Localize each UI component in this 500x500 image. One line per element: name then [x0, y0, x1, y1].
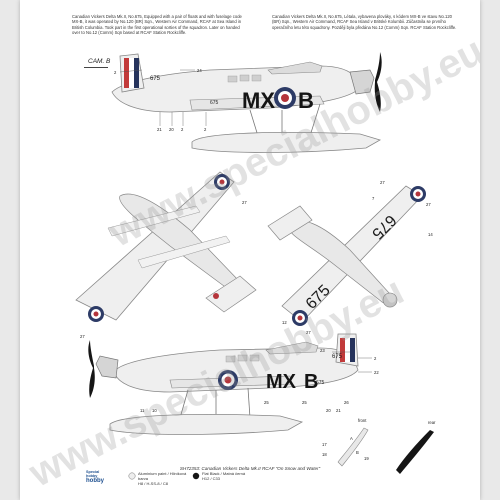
prop-callout-b: B [356, 450, 359, 455]
prop-callout-a: A [350, 436, 353, 441]
legend-aluminium: Aluminium paint / Hliníková barva H8 / H… [138, 471, 187, 486]
prop-blade-front [337, 427, 369, 467]
callout-2-a: 2 [114, 70, 117, 75]
callout-11: 11 [140, 408, 145, 413]
individual-letter-upper: B [298, 88, 314, 113]
fin-flash-blue-lower [350, 338, 355, 362]
prop-front-label: front [358, 418, 367, 423]
side-view-lower: MX B 675 675 23 25 2 22 26 25 20 21 11 1… [88, 333, 379, 435]
callout-7: 7 [372, 196, 375, 201]
logo-bottom-text: hobby [86, 478, 104, 484]
prop-callout-18: 18 [322, 452, 327, 457]
serial-fuselage-upper: 675 [210, 100, 219, 106]
propeller-lower [88, 340, 95, 398]
plan-view-left: 27 27 [75, 171, 257, 339]
callout-25-b: 25 [264, 400, 269, 405]
serial-fin-lower: 675 [332, 354, 343, 360]
side-view-upper: MX B 675 675 2 24 21 20 2 2 [111, 52, 382, 153]
serial-fuselage-lower: 675 [316, 380, 325, 386]
artwork: MX B 675 675 2 24 21 20 2 2 [75, 52, 436, 480]
prop-blade-rear [396, 430, 434, 474]
callout-25-a: 25 [302, 400, 307, 405]
callout-27-a: 27 [242, 200, 247, 205]
individual-letter-lower: B [304, 371, 318, 393]
prop-rear-label: rear [428, 420, 436, 425]
prop-callout-19: 19 [364, 456, 369, 461]
cowling-upper [349, 69, 375, 95]
cabin-windows-lower [225, 354, 260, 363]
description-czech: Canadian Vickers Delta Mk.II, No.675, Lé… [272, 14, 457, 30]
serial-fin-upper: 675 [150, 76, 161, 82]
callout-2-d: 2 [374, 356, 377, 361]
description-english: Canadian Vickers Delta Mk.II, No.675, Eq… [72, 14, 242, 36]
fin-flash-red-upper [124, 58, 129, 88]
cowling-lower [95, 355, 119, 379]
float-lower [109, 414, 304, 435]
callout-2-c: 2 [204, 127, 207, 132]
float-struts-upper [249, 103, 321, 137]
scheme-label-underline [84, 67, 108, 68]
code-letters-lower: MX [266, 371, 297, 393]
float-upper [191, 132, 382, 153]
legend-swatch-aluminium [128, 472, 136, 480]
callout-26: 26 [344, 400, 349, 405]
propeller-upper [374, 52, 382, 112]
brand-logo: Special hobby hobby [86, 470, 108, 488]
callout-21-b: 21 [336, 408, 341, 413]
instruction-sheet: Canadian Vickers Delta Mk.II, No.675, Eq… [20, 0, 480, 500]
fin-flash-blue-upper [134, 58, 139, 88]
callout-27-b: 27 [80, 334, 85, 339]
tailplane-plan-left [205, 275, 257, 313]
plan-view-right: 675 675 27 27 7 14 12 27 [267, 180, 433, 335]
fin-flash-red-lower [340, 338, 345, 362]
fin-flash-white-upper [129, 58, 134, 88]
callout-27-d: 27 [426, 202, 431, 207]
prop-callout-17: 17 [322, 442, 327, 447]
callout-14: 14 [428, 232, 433, 237]
callout-2-b: 2 [181, 127, 184, 132]
callout-20-a: 20 [169, 127, 174, 132]
callout-12: 12 [282, 320, 287, 325]
canopy-upper [267, 61, 323, 75]
callout-21-a: 21 [157, 127, 162, 132]
float-struts-lower [179, 387, 251, 419]
callout-23: 23 [320, 348, 325, 353]
sheet-caption: SH72353: Canadian Vickers Delta Mk.II RC… [179, 466, 321, 471]
legend-swatch-black [192, 472, 200, 480]
propeller-detail: front rear A B 17 18 19 [322, 418, 436, 474]
scheme-label: CAM. B [88, 58, 111, 65]
logo-top-text: Special hobby [86, 470, 100, 478]
callout-22: 22 [374, 370, 379, 375]
cabin-windows-upper [227, 74, 262, 83]
callout-20-b: 20 [326, 408, 331, 413]
tailplane-plan-right [267, 205, 313, 241]
legend-flat-black: Flat Black / Matná černá H12 / C33 [202, 471, 246, 481]
canopy-lower [265, 341, 319, 355]
callout-27-c: 27 [380, 180, 385, 185]
callout-27-e: 27 [306, 330, 311, 335]
callout-10: 10 [152, 408, 157, 413]
code-letters-upper: MX [242, 88, 275, 113]
callout-24: 24 [197, 68, 202, 73]
